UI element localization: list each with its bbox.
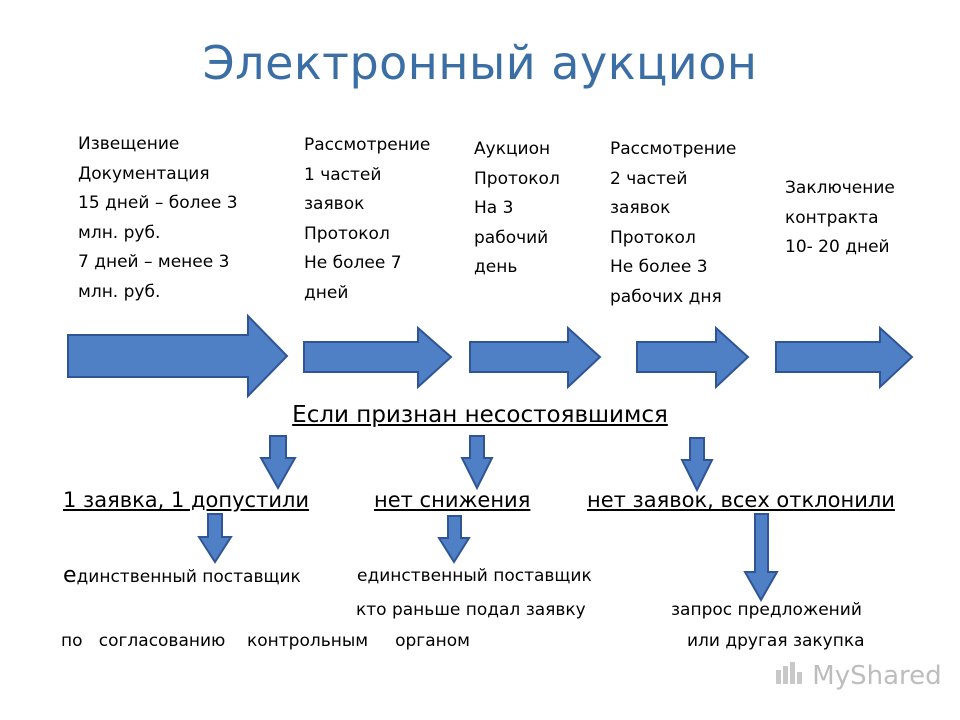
stage-review-first-parts-text: Рассмотрение 1 частей заявок Протокол Не… xyxy=(304,135,431,303)
watermark-text: MyShared xyxy=(812,661,942,691)
stage-5-arrow xyxy=(775,325,914,390)
result-other-purchase: или другая закупка xyxy=(687,631,865,651)
result-1-first-letter: е xyxy=(63,563,77,588)
stage-3-arrow xyxy=(469,325,602,390)
result-request-proposals: запрос предложений xyxy=(671,600,862,620)
case-2-down-arrow xyxy=(460,435,494,491)
result-1-down-arrow xyxy=(197,513,233,564)
case-1-down-arrow xyxy=(259,435,297,491)
stage-1-arrow xyxy=(67,313,289,399)
stage-auction-text: Аукцион Протокол На 3 рабочий день xyxy=(474,139,560,277)
watermark-logo-icon xyxy=(774,660,804,693)
stage-notice-text: Извещение Документация 15 дней – более 3… xyxy=(78,134,238,302)
stage-4-arrow xyxy=(636,325,750,390)
result-control-agreement: по согласованию контрольным органом xyxy=(61,631,470,651)
stage-2-arrow xyxy=(303,325,453,390)
result-single-supplier-1: единственный поставщик xyxy=(63,563,301,588)
result-1-rest: динственный поставщик xyxy=(76,567,301,587)
case-no-bids: нет заявок, всех отклонили xyxy=(587,488,895,512)
result-3-down-arrow xyxy=(743,513,779,603)
case-3-down-arrow xyxy=(680,437,714,493)
stage-review-second-parts-text: Рассмотрение 2 частей заявок Протокол Не… xyxy=(610,139,737,307)
result-first-applicant: кто раньше подал заявку xyxy=(356,600,586,620)
case-no-reduction: нет снижения xyxy=(374,488,531,512)
failed-auction-heading: Если признан несостоявшимся xyxy=(292,402,668,428)
stage-contract-text: Заключение контракта 10- 20 дней xyxy=(785,178,895,257)
result-single-supplier-2: единственный поставщик xyxy=(357,566,592,586)
case-one-bid: 1 заявка, 1 допустили xyxy=(63,488,310,512)
watermark: MyShared xyxy=(774,660,942,693)
result-2-down-arrow xyxy=(437,515,471,564)
page-title: Электронный аукцион xyxy=(202,36,758,90)
